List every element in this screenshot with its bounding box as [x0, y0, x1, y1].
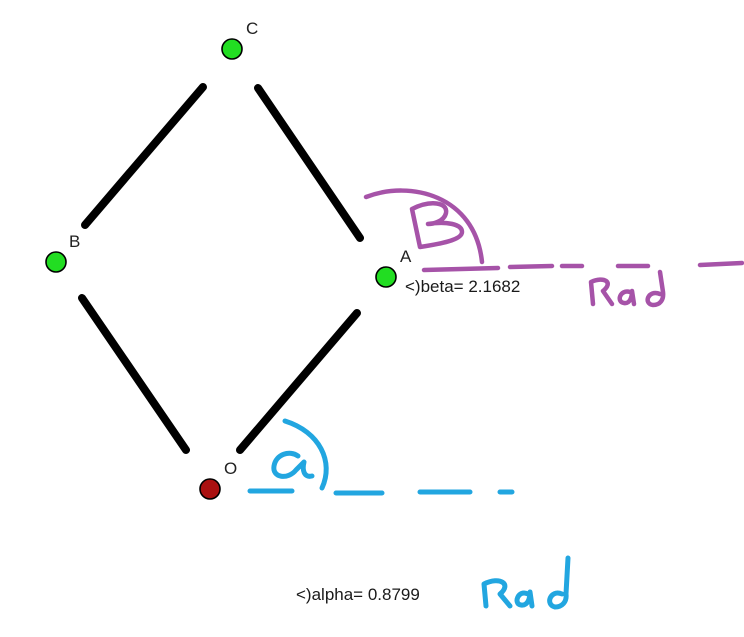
rad-blue-glyph [481, 555, 571, 610]
point-o-label: O [224, 459, 237, 478]
point-o[interactable]: O [199, 459, 237, 500]
segment-c-a[interactable] [254, 84, 364, 242]
point-a-label: A [400, 247, 412, 266]
point-a-marker[interactable] [375, 266, 397, 288]
point-c-marker[interactable] [221, 38, 243, 60]
alpha-arc [282, 418, 329, 491]
point-c-label: C [246, 19, 258, 38]
alpha-angle-readout: <)alpha= 0.8799 [296, 585, 420, 604]
alpha-dashed-ray [247, 488, 515, 496]
point-c[interactable]: C [221, 19, 258, 60]
beta-arc [363, 188, 485, 265]
beta-dashed-ray [421, 260, 744, 273]
point-a[interactable]: A [375, 247, 412, 288]
alpha-handwritten-annotation [247, 418, 571, 610]
segment-b-o[interactable] [78, 294, 190, 454]
beta-glyph [409, 201, 465, 250]
segment-o-a[interactable] [236, 309, 361, 454]
point-b-marker[interactable] [45, 251, 67, 273]
point-b-label: B [69, 232, 80, 251]
beta-angle-readout: <)beta= 2.1682 [405, 277, 520, 296]
point-b[interactable]: B [45, 232, 80, 273]
segment-b-c[interactable] [81, 83, 207, 229]
point-o-marker[interactable] [199, 478, 221, 500]
rad-purple-glyph [588, 269, 666, 308]
alpha-glyph [271, 450, 315, 479]
beta-handwritten-annotation [363, 188, 744, 308]
